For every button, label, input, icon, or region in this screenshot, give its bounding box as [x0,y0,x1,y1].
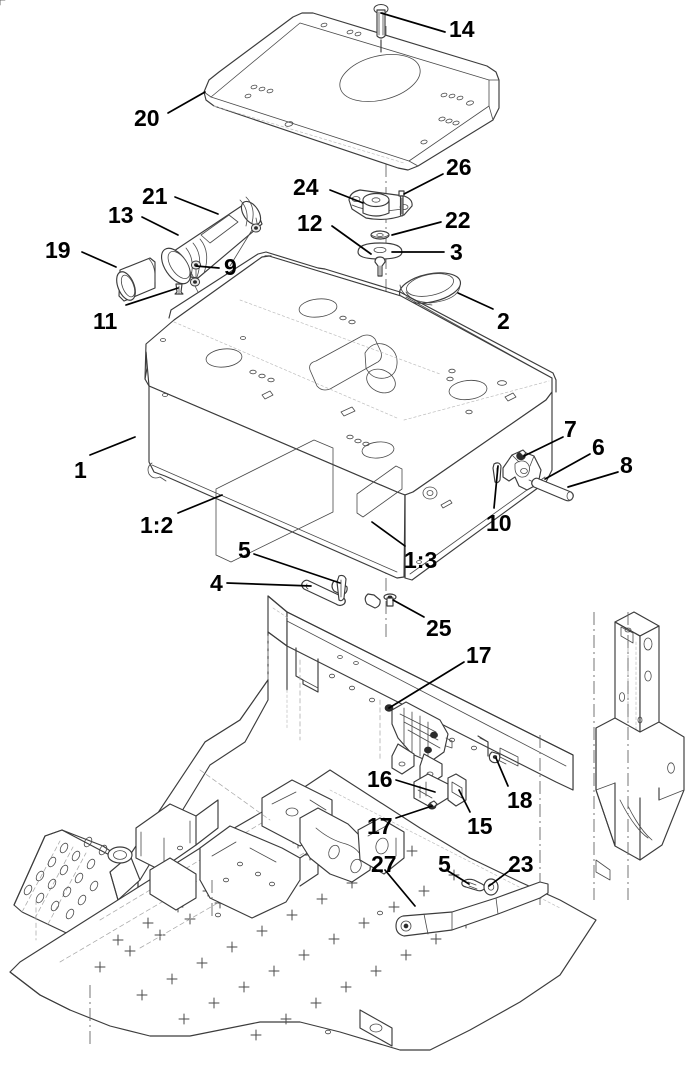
part-22-lock-washer [370,230,390,240]
callout-label-13: 13 [108,202,134,228]
leader-line-8 [567,471,619,488]
leader-line-1 [89,436,136,456]
callout-label-14: 14 [449,16,475,42]
leader-line-15 [458,789,471,813]
callout-label-16: 16 [367,766,393,792]
callout-label-20: 20 [134,105,160,131]
part-19-rubber-sleeve [116,257,156,302]
part-14-shoulder-bolt [373,4,389,53]
leader-line-24 [329,189,364,204]
part-8-pivot-pin [531,477,574,502]
callout-label-8: 8 [620,452,633,478]
part-20-floor-plate [203,12,500,171]
leader-line-7 [523,436,564,457]
leader-line-12 [331,225,372,255]
leader-line-6 [544,453,591,480]
part-2-grommet-ring [398,272,462,306]
callout-label-27: 27 [371,851,397,877]
part-1-3-panel-side-slot [356,465,403,518]
leader-line-2 [457,292,494,310]
leader-line-9 [195,265,220,269]
callout-label-5: 5 [238,537,251,563]
part-25-shoulder-screw [383,593,397,607]
part-27-control-arm-link [395,881,549,937]
leader-line-21 [174,196,219,215]
callout-label-24: 24 [293,174,319,200]
callout-label-2: 2 [497,308,510,334]
callout-label-10: 10 [486,510,512,536]
callout-label-3: 3 [450,239,463,265]
part-21-tube-decal [200,214,239,244]
leader-line-5 [447,870,470,885]
callout-label-7: 7 [564,416,577,442]
callout-label-22: 22 [445,207,471,233]
callout-label-15: 15 [467,813,493,839]
callout-label-12: 12 [297,210,323,236]
callout-label-4: 4 [210,570,223,596]
callout-label-11: 11 [93,308,118,334]
callout-label-25: 25 [426,615,452,641]
callout-label-23: 23 [508,851,534,877]
callout-label-1: 1 [74,457,87,483]
part-4-roll-pin [301,579,346,607]
leader-line-14 [380,12,446,33]
leader-line-22 [391,221,442,236]
part-13-intake-tube [160,196,263,285]
part-12-carriage-bolt [374,256,386,277]
callout-label-17: 17 [466,642,492,668]
leader-line-23 [488,870,510,887]
callout-label-5: 5 [438,851,451,877]
leader-lines [81,12,619,907]
leader-line-13 [141,216,179,236]
callout-label-17: 17 [367,813,393,839]
part-5-cotter-pin-upper [336,574,347,602]
leader-line-16 [395,779,436,793]
leader-line-17 [395,805,433,819]
leader-line-17 [388,661,465,709]
part-1-2-panel-decal-window [215,439,334,563]
leader-line-26 [403,173,444,195]
leader-line-27 [384,869,416,907]
leader-line-25 [392,599,425,618]
part-9-hose-clamp [189,223,262,293]
leader-line-1-3 [371,521,406,547]
callout-label-6: 6 [592,434,605,460]
part-26-hex-screw [398,190,405,217]
callout-label-1-3: 1:3 [404,547,438,573]
leader-line-19 [81,251,117,268]
leader-line-5 [253,553,341,584]
callout-label-1-2: 1:2 [140,512,174,538]
leader-line-18 [495,757,509,787]
leader-line-10 [493,465,499,509]
callout-label-26: 26 [446,154,472,180]
lower-frame-assembly [0,0,685,1051]
leader-line-11 [125,287,179,306]
part-15-switch-bracket [447,773,467,807]
callout-label-18: 18 [507,787,533,813]
callout-label-9: 9 [224,254,237,280]
part-17-valve-block-assembly [384,701,453,785]
part-1-control-panel-housing [144,251,557,609]
callout-label-21: 21 [142,183,168,209]
callout-label-19: 19 [45,237,71,263]
leader-line-4 [226,582,312,587]
leader-line-20 [167,91,206,114]
leader-line-1-2 [177,494,223,514]
part-7-hex-bolt-small [516,449,527,461]
